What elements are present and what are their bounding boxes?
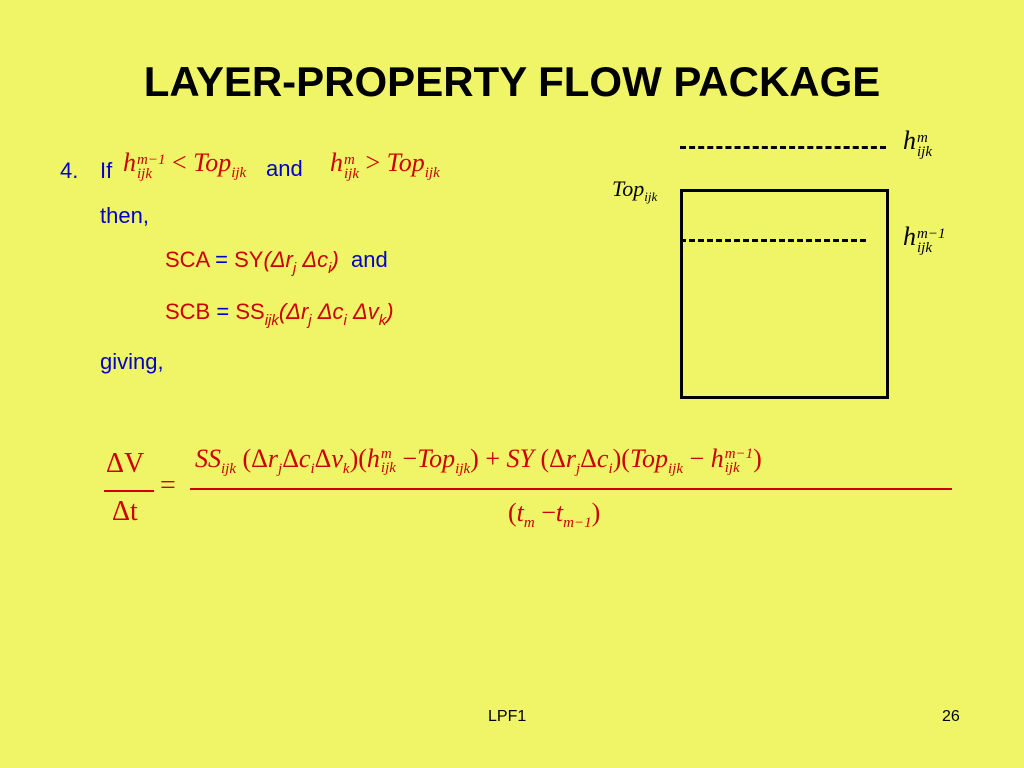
h-m-sub: ijk [917, 144, 932, 161]
h-m-minus-1-sup: m−1 [917, 226, 946, 243]
then-label: then, [100, 203, 149, 228]
scb-lhs: SCB [165, 299, 211, 324]
scb-coef-sub: ijk [264, 312, 279, 329]
h-m-minus-1-sub: ijk [917, 240, 932, 257]
sca-c-sub: i [328, 260, 332, 277]
condition-1-sup: m−1 [137, 151, 166, 168]
scb-coef: SS [235, 299, 265, 324]
condition-1-top-sub: ijk [231, 165, 247, 181]
sca-close: ) [331, 247, 339, 272]
sca-open: (Δr [263, 247, 293, 272]
equals-sign: = [160, 470, 176, 501]
lhs-denominator: Δt [112, 496, 138, 527]
sca-r-sub: j [292, 260, 297, 277]
top-label: Topijk [612, 176, 657, 205]
scb-line: SCB = SSijk(Δrj Δci Δvk) [165, 299, 394, 329]
sca-and: and [351, 247, 388, 272]
scb-eq: = [210, 299, 236, 324]
h-m-sup: m [917, 130, 928, 147]
sca-lhs: SCA [165, 247, 210, 272]
condition-2-top-sub: ijk [424, 165, 440, 181]
sca-line: SCA = SY(Δrj Δci) and [165, 247, 388, 277]
scb-v-sub: k [378, 312, 387, 329]
scb-open: (Δr [278, 299, 309, 324]
condition-2-sub: ijk [344, 165, 359, 182]
giving-label: giving, [100, 349, 164, 374]
rhs-fraction-bar [190, 488, 952, 490]
h-m-var: h [903, 126, 916, 155]
sca-mid: Δc [296, 247, 329, 272]
head-m-dashed-line [680, 146, 886, 149]
cell-box [680, 189, 889, 399]
condition-2-var: h [330, 148, 343, 177]
scb-r-sub: j [308, 312, 312, 329]
sca-coef: SY [234, 247, 264, 272]
top-label-text: Top [612, 176, 645, 201]
scb-c-sub: i [343, 312, 347, 329]
condition-2-sup: m [344, 151, 355, 168]
and-label: and [266, 156, 303, 181]
rhs-denominator: (tm −tm−1) [508, 498, 601, 531]
sca-eq: = [209, 247, 235, 272]
item-number: 4. [60, 158, 79, 183]
top-label-sub: ijk [644, 189, 658, 204]
footer-center: LPF1 [488, 708, 527, 725]
if-label: If [100, 158, 113, 183]
scb-v: Δv [346, 299, 379, 324]
h-m-minus-1-var: h [903, 222, 916, 251]
page-number: 26 [942, 708, 960, 725]
condition-1-top: Top [193, 148, 232, 177]
scb-close: ) [386, 299, 394, 324]
condition-1-op: < [165, 148, 194, 177]
lhs-numerator: ΔV [106, 448, 145, 479]
condition-1-var: h [123, 148, 136, 177]
slide-title: LAYER-PROPERTY FLOW PACKAGE [143, 58, 881, 105]
scb-mid: Δc [311, 299, 344, 324]
condition-2-top: Top [386, 148, 425, 177]
lhs-fraction-bar [104, 490, 154, 492]
condition-1-sub: ijk [137, 165, 152, 182]
condition-2-op: > [359, 148, 387, 177]
head-m-minus-1-dashed-line [680, 239, 866, 242]
